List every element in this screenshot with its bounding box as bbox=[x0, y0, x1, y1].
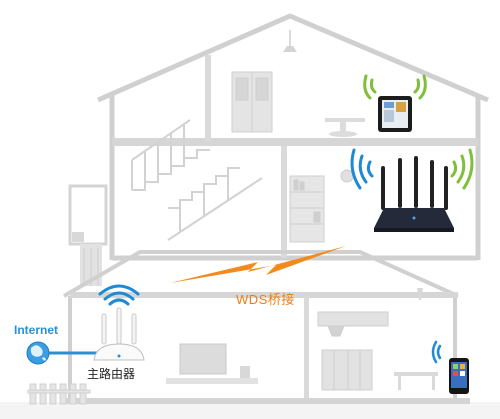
lower-ceiling bbox=[70, 292, 458, 298]
kitchen bbox=[317, 311, 389, 391]
lower-wall-divider bbox=[304, 296, 309, 402]
globe-icon bbox=[26, 341, 50, 365]
mid-wall bbox=[281, 146, 287, 258]
attic-wall bbox=[205, 55, 211, 141]
wardrobe bbox=[231, 71, 273, 133]
phone-icon bbox=[449, 358, 469, 394]
wifi-blue-icon bbox=[98, 284, 140, 306]
attic-table bbox=[325, 118, 365, 137]
main-router-icon bbox=[93, 307, 145, 361]
internet-label: Internet bbox=[14, 323, 59, 337]
fence bbox=[27, 383, 91, 405]
bridge-router-icon bbox=[374, 156, 454, 232]
wifi-green-icon bbox=[363, 74, 427, 100]
upper-house bbox=[96, 13, 489, 261]
wall-clock bbox=[340, 169, 354, 183]
bookshelf bbox=[289, 175, 325, 243]
staircase bbox=[131, 119, 263, 241]
tablet-icon bbox=[378, 96, 412, 132]
wds-bridge-label: WDS桥接 bbox=[236, 292, 295, 307]
wifi-blue-bridge-icon bbox=[350, 148, 374, 190]
ground bbox=[0, 402, 500, 419]
attic-floor bbox=[112, 138, 478, 146]
lower-floor bbox=[60, 398, 470, 404]
tv bbox=[166, 343, 258, 384]
main-router-label: 主路由器 bbox=[87, 367, 136, 381]
dining-table bbox=[394, 372, 438, 390]
attic-lamp bbox=[283, 30, 297, 52]
lightning-bolt-icon bbox=[170, 246, 346, 283]
wifi-green-bridge-icon bbox=[450, 148, 474, 190]
floor-lamp bbox=[417, 288, 423, 300]
wifi-blue-phone-icon bbox=[431, 340, 442, 364]
left-balcony bbox=[68, 184, 108, 286]
